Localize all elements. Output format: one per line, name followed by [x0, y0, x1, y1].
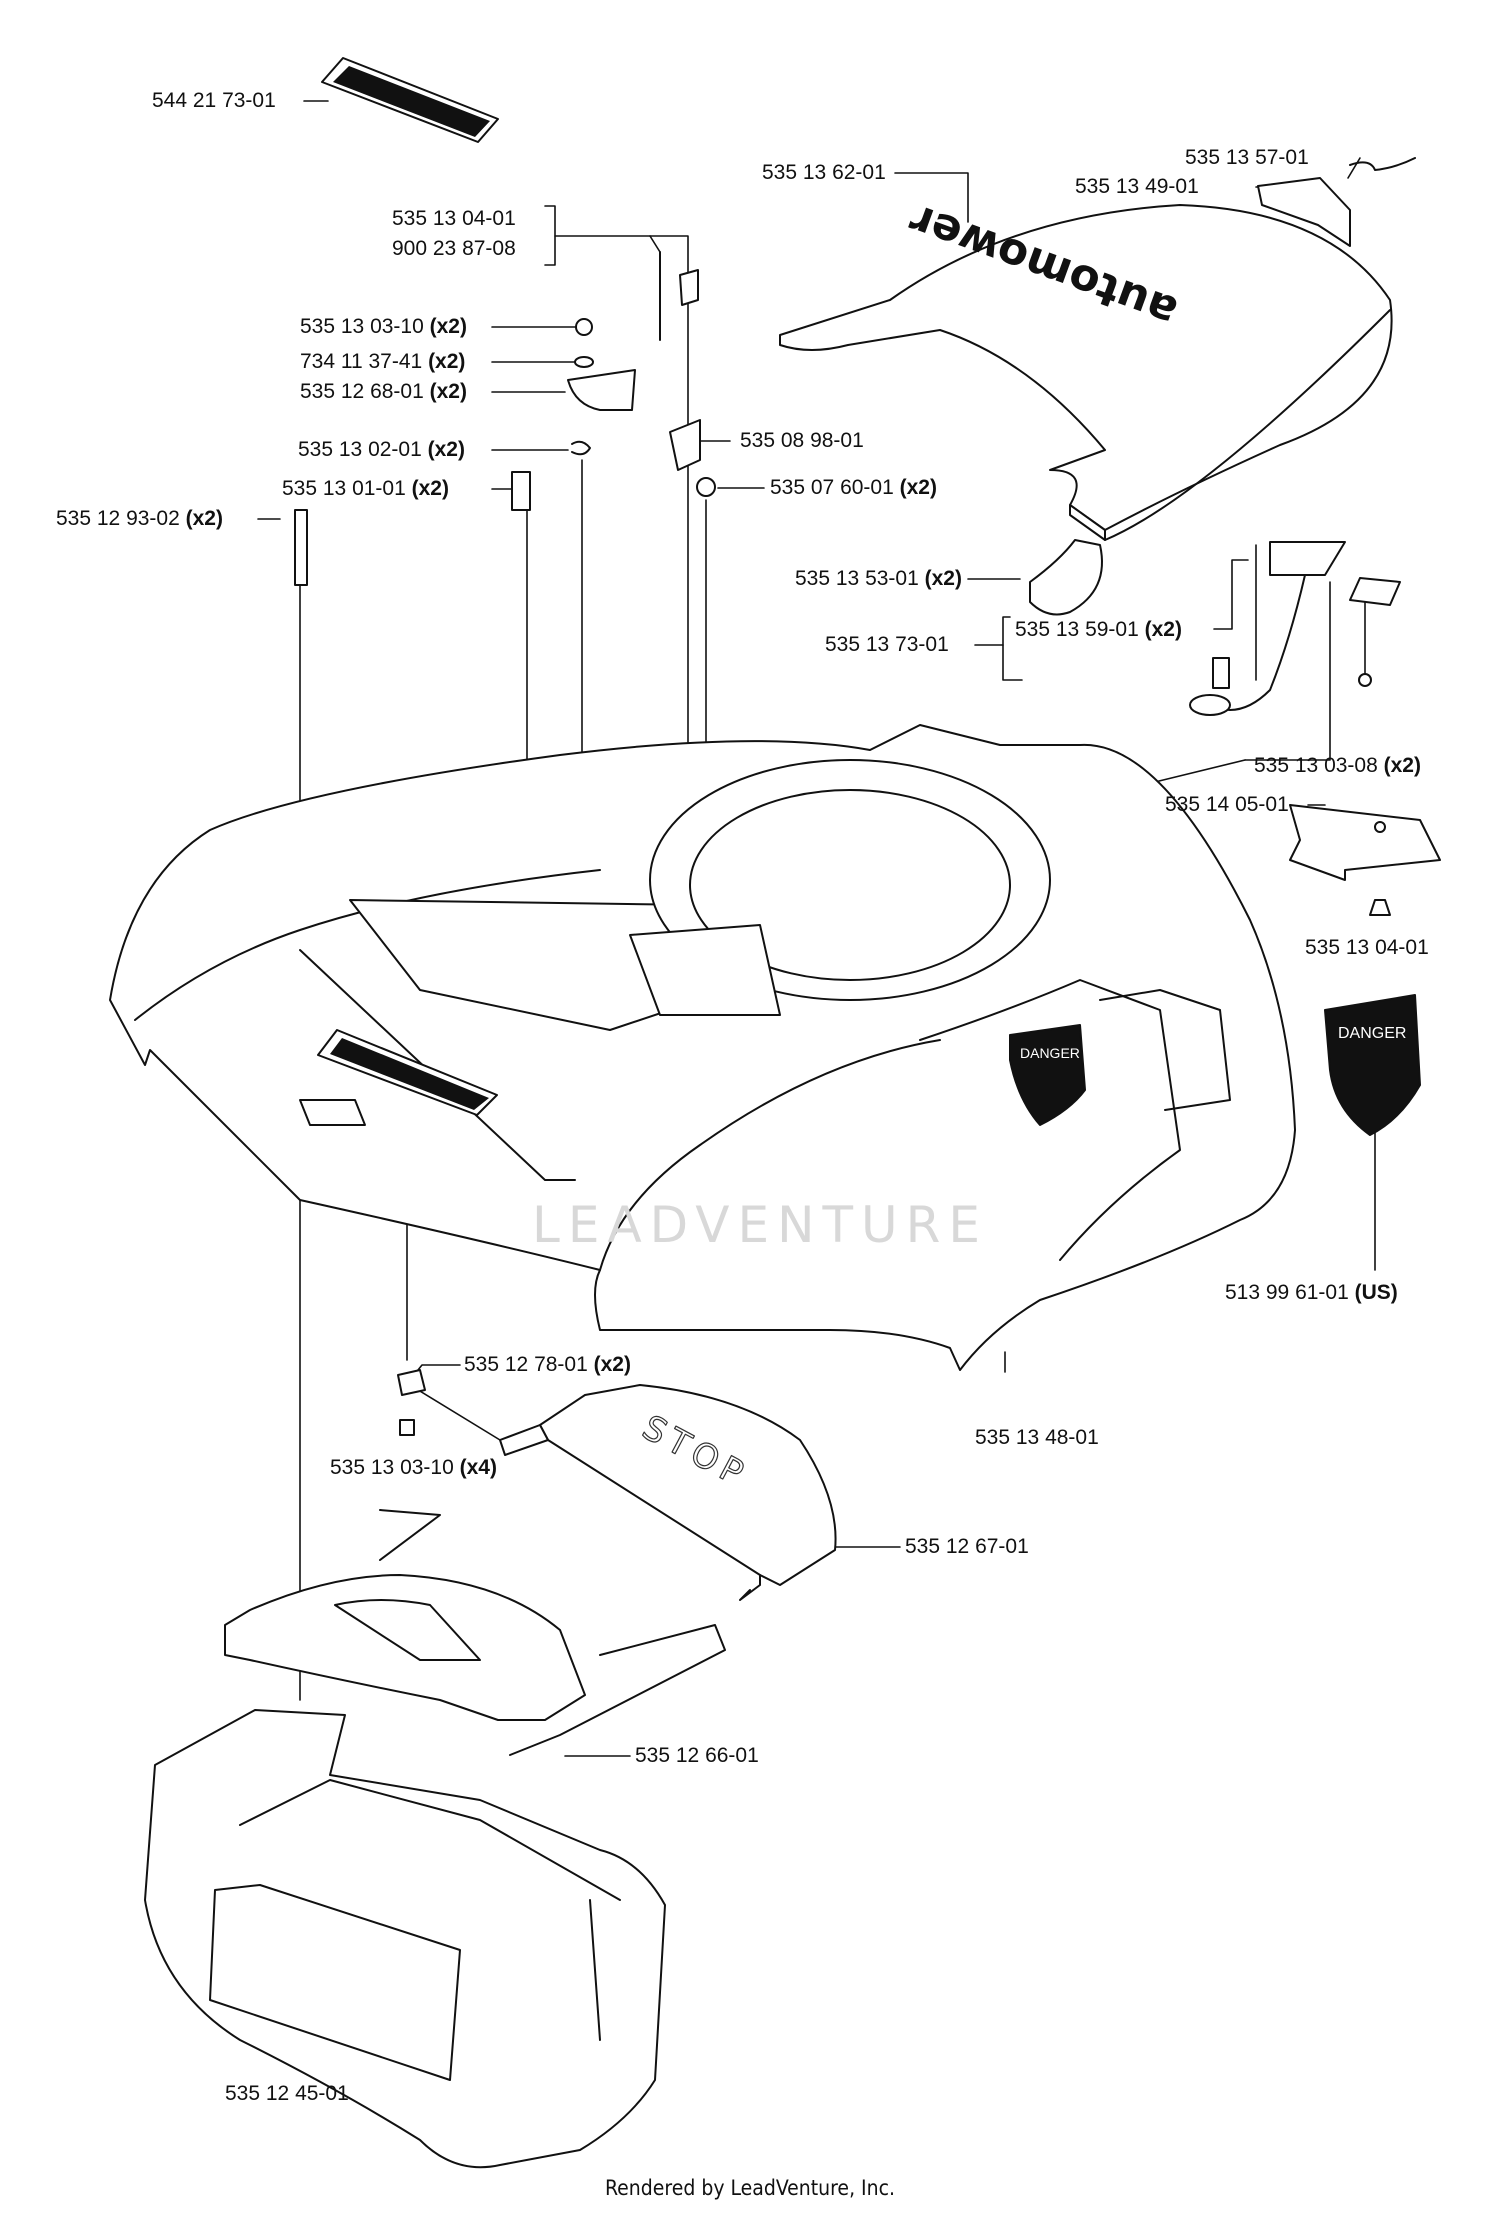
- label-p4: 535 13 49-01: [1075, 175, 1199, 198]
- label-p8: 734 11 37-41 (x2): [300, 350, 466, 373]
- leader-lines: [257, 100, 1376, 2095]
- label-p19: 535 14 05-01: [1165, 793, 1289, 816]
- watermark: LEADVENTURE: [532, 1196, 988, 1254]
- label-p26: 535 12 66-01: [635, 1744, 759, 1767]
- rear-bumper: [144, 1709, 666, 2169]
- decal-strip-top: [321, 57, 499, 143]
- label-p23: 535 13 48-01: [975, 1426, 1099, 1449]
- label-p2: 535 13 62-01: [762, 161, 886, 184]
- footer-credit: Rendered by LeadVenture, Inc.: [605, 2176, 895, 2200]
- sensor-assembly: [1189, 541, 1401, 716]
- label-p17: 535 13 73-01: [825, 633, 949, 656]
- label-p3: 535 13 57-01: [1185, 146, 1309, 169]
- front-cover: [224, 1509, 726, 1756]
- label-p12: 535 13 01-01 (x2): [282, 477, 449, 500]
- label-p25: 535 12 67-01: [905, 1535, 1029, 1558]
- lid-bracket: [1029, 539, 1103, 616]
- label-p18: 535 13 03-08 (x2): [1254, 754, 1421, 777]
- label-p5: 535 13 04-01: [392, 207, 516, 230]
- label-p13: 535 07 60-01 (x2): [770, 476, 937, 499]
- label-p6: 900 23 87-08: [392, 237, 516, 260]
- label-p7: 535 13 03-10 (x2): [300, 315, 467, 338]
- label-p20: 535 13 04-01: [1305, 936, 1429, 959]
- shim-plate: [1289, 804, 1441, 881]
- label-p27: 535 12 45-01: [225, 2082, 349, 2105]
- main-body: DANGER: [109, 724, 1296, 1371]
- label-p14: 535 12 93-02 (x2): [56, 507, 223, 530]
- label-p10: 535 13 02-01 (x2): [298, 438, 465, 461]
- danger-text-body: DANGER: [1020, 1045, 1080, 1061]
- hinge-clip: [1257, 157, 1416, 247]
- label-p11: 535 08 98-01: [740, 429, 864, 452]
- label-p15: 535 13 53-01 (x2): [795, 567, 962, 590]
- label-p24: 535 13 03-10 (x4): [330, 1456, 497, 1479]
- danger-text-decal: DANGER: [1338, 1025, 1406, 1042]
- label-p22: 535 12 78-01 (x2): [464, 1353, 631, 1376]
- label-p21: 513 99 61-01 (US): [1225, 1281, 1398, 1304]
- label-p16: 535 13 59-01 (x2): [1015, 618, 1182, 641]
- label-p9: 535 12 68-01 (x2): [300, 380, 467, 403]
- fasteners: [294, 251, 1391, 916]
- label-p1: 544 21 73-01: [152, 89, 276, 112]
- danger-decal: DANGER: [1324, 994, 1421, 1136]
- stop-lever: STOP: [397, 1369, 837, 1601]
